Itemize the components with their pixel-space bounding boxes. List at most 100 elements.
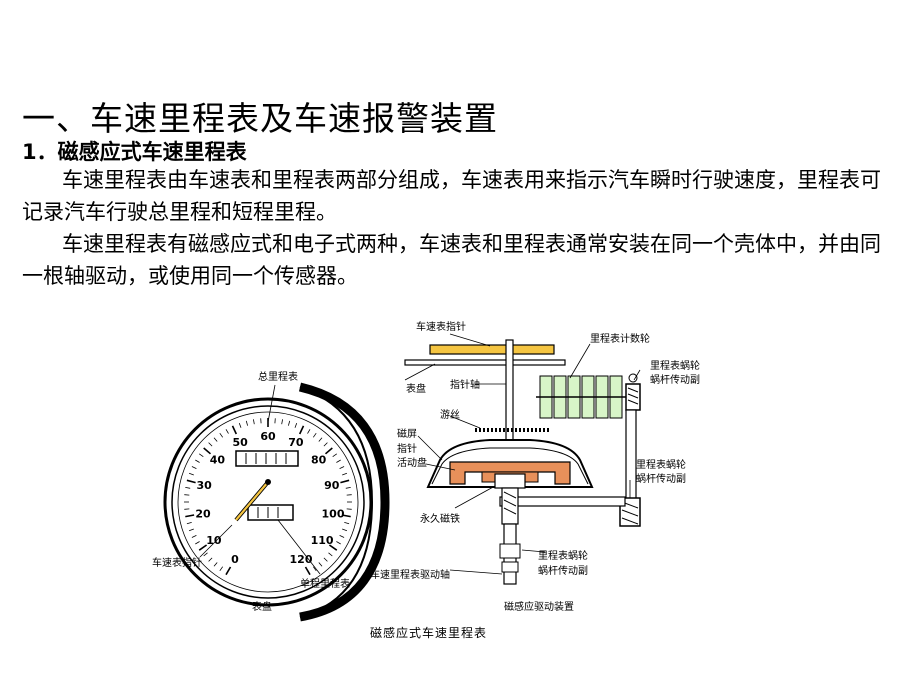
label-speedometer-pointer: 车速表指针 [152,556,202,569]
magnet-cup [449,461,571,485]
paragraph-1: 车速里程表由车速表和里程表两部分组成，车速表用来指示汽车瞬时行驶速度，里程表可记… [22,168,881,224]
figure-caption: 磁感应式车速里程表 [370,625,487,640]
label-drive-shaft: 车速里程表驱动轴 [370,568,450,581]
dial-tick [186,479,196,484]
dial-tick [191,535,197,538]
dial-tick [304,566,311,576]
dial-tick [213,437,218,442]
dial-numbers: 0 10 20 30 40 50 60 70 80 90 100 110 120 [195,430,344,566]
dial-tick [307,429,311,434]
dial-tick [281,419,283,425]
label-dial: 表盘 [252,600,272,613]
label-permanent-magnet: 永久磁铁 [420,512,460,525]
label-pointer-disc-2: 活动盘 [397,456,427,469]
dial-tick [312,432,317,438]
dial-tick [195,541,200,545]
label-mech-dial: 表盘 [406,382,426,395]
label-worm-gear-upper-1: 里程表蜗轮 [650,359,700,372]
dial-tick [312,566,317,572]
mechanism-dial-plate [429,344,555,355]
dial-tick [198,453,204,458]
dial-tick [344,522,350,525]
dial-tick [238,422,242,428]
dial-tick [318,562,323,567]
drive-mechanism [404,333,641,585]
label-hairspring: 游丝 [440,408,460,421]
dial-tick [219,566,224,572]
dial-tick [191,466,197,469]
label-drive-device: 磁感应驱动装置 [504,600,574,613]
dial-tick [185,487,191,489]
dial-tick [340,479,350,484]
dial-number: 50 [232,436,248,449]
dial-tick [203,552,208,557]
dial-tick [231,425,238,435]
dial-tick [213,562,218,567]
trip-odometer-window [247,504,294,521]
section-heading: 1．磁感应式车速里程表 [22,140,247,164]
label-trip-odometer: 单程里程表 [300,577,350,590]
speedometer-gauge: 0 10 20 30 40 50 60 70 80 90 100 110 120 [163,382,390,622]
dial-number: 80 [311,454,327,467]
dial-number: 40 [210,454,226,467]
dial-tick [323,557,328,562]
page-title: 一、车速里程表及车速报警装置 [22,99,498,138]
dial-tick [328,544,338,551]
paragraph-2: 车速里程表有磁感应式和电子式两种，车速表和里程表通常安装在同一个壳体中，并由同一… [22,232,881,288]
dial-tick [188,472,194,476]
label-odometer-counter: 里程表计数轮 [590,332,650,345]
dial-tick [342,528,348,532]
dial-tick [208,557,213,562]
dial-tick [345,487,351,489]
dial-tick [219,432,224,438]
dial-tick [188,528,194,532]
label-magnetic-shield: 磁屏 [397,427,417,440]
label-pointer-disc-1: 指针 [397,442,417,455]
dial-tick [294,422,298,428]
dial-tick [328,552,333,557]
dial-tick [332,453,338,458]
dial-tick [323,442,328,447]
dial-tick [195,459,200,463]
dial-tick [339,535,345,538]
dial-tick [324,447,333,455]
dial-number: 110 [311,534,334,547]
dial-number: 20 [195,508,211,521]
dial-tick [225,566,232,576]
label-worm-gear-mid-2: 蜗杆传动副 [636,473,686,485]
dial-tick [198,544,208,551]
label-mech-speedometer-pointer: 车速表指针 [416,320,466,333]
label-total-odometer: 总里程表 [258,370,298,383]
dial-number: 60 [260,430,276,443]
dial-tick [253,419,255,425]
dial-tick [318,437,323,442]
dial-number: 90 [324,479,340,492]
dial-tick [342,472,348,476]
dial-number: 0 [231,553,239,566]
dial-tick [203,447,212,455]
dial-tick [341,514,351,518]
label-worm-gear-mid-1: 里程表蜗轮 [636,458,686,471]
label-pointer-shaft: 指针轴 [450,378,480,391]
dial-number: 10 [206,534,222,547]
dial-ticks [184,418,352,576]
label-worm-gear-low-1: 里程表蜗轮 [538,549,588,562]
dial-tick [186,522,192,525]
label-worm-gear-low-2: 蜗杆传动副 [538,565,588,577]
dial-tick [185,514,195,518]
dial-tick [339,466,345,469]
dial-tick [336,541,341,545]
dial-tick [225,429,229,434]
label-worm-gear-upper-2: 蜗杆传动副 [650,374,700,386]
dial-tick [208,442,213,447]
total-odometer-window [235,450,299,467]
dial-tick [336,459,341,463]
dial-number: 70 [288,436,304,449]
dial-tick [245,420,248,426]
dial-tick [288,420,291,426]
dial-tick [298,425,305,435]
dial-number: 120 [290,553,313,566]
dial-number: 30 [197,479,213,492]
dial-number: 100 [322,508,345,521]
